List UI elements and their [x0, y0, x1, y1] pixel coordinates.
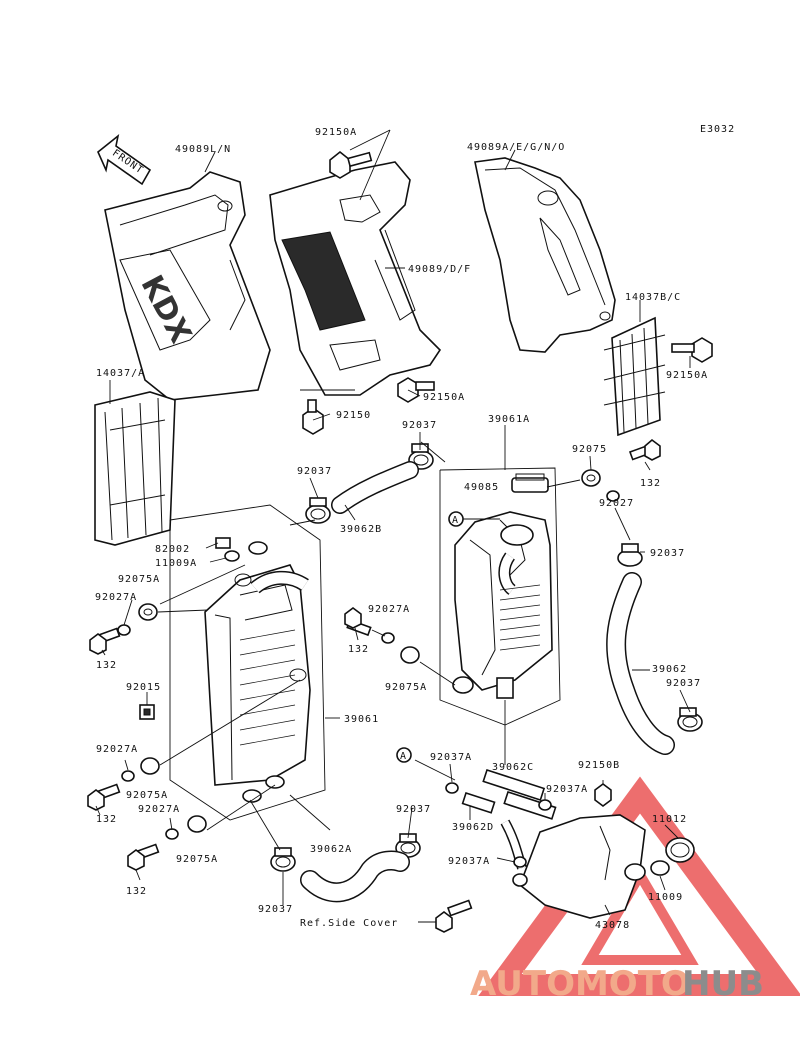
label-132-center: 132 — [348, 644, 369, 655]
label-49085: 49085 — [464, 482, 499, 493]
clamp-92037-bottom-left — [270, 847, 296, 872]
right-shroud — [474, 157, 616, 353]
bolts-132 — [87, 438, 661, 871]
right-radiator — [452, 511, 553, 699]
clamp-92037-right — [617, 543, 643, 567]
leader-lines — [95, 129, 691, 923]
label-92037-lower-right: 92037 — [666, 678, 701, 689]
hose-39062 — [606, 572, 675, 755]
label-39062c: 39062C — [492, 762, 534, 773]
diagram-code: E3032 — [700, 124, 735, 135]
label-11009: 11009 — [648, 892, 683, 903]
reserve-tank-43078 — [512, 783, 646, 919]
label-39062a: 39062A — [310, 844, 352, 855]
callout-a-upper-letter: A — [452, 515, 459, 526]
left-shroud: KDX — [104, 171, 271, 401]
label-92037-bottom-center: 92037 — [396, 804, 431, 815]
label-92150: 92150 — [336, 410, 371, 421]
label-92037-bottom-left: 92037 — [258, 904, 293, 915]
label-43078: 43078 — [595, 920, 630, 931]
label-92150a-top: 92150A — [315, 127, 357, 138]
right-radiator-guard — [603, 316, 666, 437]
label-92075a-center: 92075A — [385, 682, 427, 693]
label-92027a-mid: 92027A — [96, 744, 138, 755]
clamp-92037-left — [305, 497, 331, 524]
label-92150b: 92150B — [578, 760, 620, 771]
label-39061a: 39061A — [488, 414, 530, 425]
label-49089ln: 49089L/N — [175, 144, 231, 155]
watermark-part1: AUTOMOTO — [470, 964, 690, 1004]
front-arrow-icon: FRONT — [97, 134, 152, 186]
label-11012: 11012 — [652, 814, 687, 825]
label-92027a-left: 92027A — [95, 592, 137, 603]
label-92015: 92015 — [126, 682, 161, 693]
label-92150a-right: 92150A — [666, 370, 708, 381]
callout-a-upper: A — [448, 511, 500, 527]
clip-92015 — [139, 704, 155, 720]
hose-39062c — [482, 768, 557, 820]
washer-11009 — [650, 860, 670, 876]
label-39062d: 39062D — [452, 822, 494, 833]
label-92037-right: 92037 — [650, 548, 685, 559]
bolt-92150a-center — [397, 377, 435, 403]
reference-note: Ref.Side Cover — [300, 918, 398, 929]
label-49089aegno: 49089A/E/G/N/O — [467, 142, 565, 153]
callout-a-lower: A — [396, 747, 412, 763]
clamp-92037-lower-right — [677, 707, 703, 732]
bolt-92150 — [302, 399, 324, 435]
label-92027a-center: 92027A — [368, 604, 410, 615]
label-92037a-c: 92037A — [448, 856, 490, 867]
bolt-92150a-right — [671, 337, 713, 363]
hose-39062a — [300, 850, 410, 903]
label-132-right: 132 — [640, 478, 661, 489]
grommets — [117, 469, 620, 840]
label-39061: 39061 — [344, 714, 379, 725]
label-92075a-left: 92075A — [118, 574, 160, 585]
label-92027a-low: 92027A — [138, 804, 180, 815]
label-39062: 39062 — [652, 664, 687, 675]
left-radiator-guard — [94, 391, 176, 546]
label-132-bottom: 132 — [126, 886, 147, 897]
label-92037a-a: 92037A — [430, 752, 472, 763]
bolt-92150a-top — [329, 150, 373, 179]
left-radiator — [204, 541, 311, 803]
center-shroud — [269, 161, 442, 396]
watermark-part2: HUB — [682, 964, 764, 1004]
label-11009a: 11009A — [155, 558, 197, 569]
label-14037bc: 14037B/C — [625, 292, 681, 303]
hose-39062b — [331, 461, 419, 514]
label-132-mid: 132 — [96, 814, 117, 825]
label-92037a-b: 92037A — [546, 784, 588, 795]
callout-a-lower-letter: A — [400, 751, 407, 762]
label-49089df: 49089/D/F — [408, 264, 471, 275]
assembly-outline-right — [439, 467, 561, 726]
label-39062b: 39062B — [340, 524, 382, 535]
bolt-side-cover — [435, 899, 473, 933]
label-14037a: 14037/A — [96, 368, 145, 379]
watermark-text: AUTOMOTO HUB — [470, 964, 764, 1004]
label-82002: 82002 — [155, 544, 190, 555]
label-92075: 92075 — [572, 444, 607, 455]
cap-11012 — [665, 837, 695, 863]
label-92037-top: 92037 — [402, 420, 437, 431]
label-92037-left: 92037 — [297, 466, 332, 477]
assembly-outline-left — [169, 504, 326, 821]
label-92150a-center: 92150A — [423, 392, 465, 403]
radiator-cap-49085 — [511, 473, 549, 493]
label-132-left: 132 — [96, 660, 117, 671]
label-92075a-mid: 92075A — [126, 790, 168, 801]
label-92027: 92027 — [599, 498, 634, 509]
cap-82002 — [215, 537, 240, 562]
label-92075a-low: 92075A — [176, 854, 218, 865]
